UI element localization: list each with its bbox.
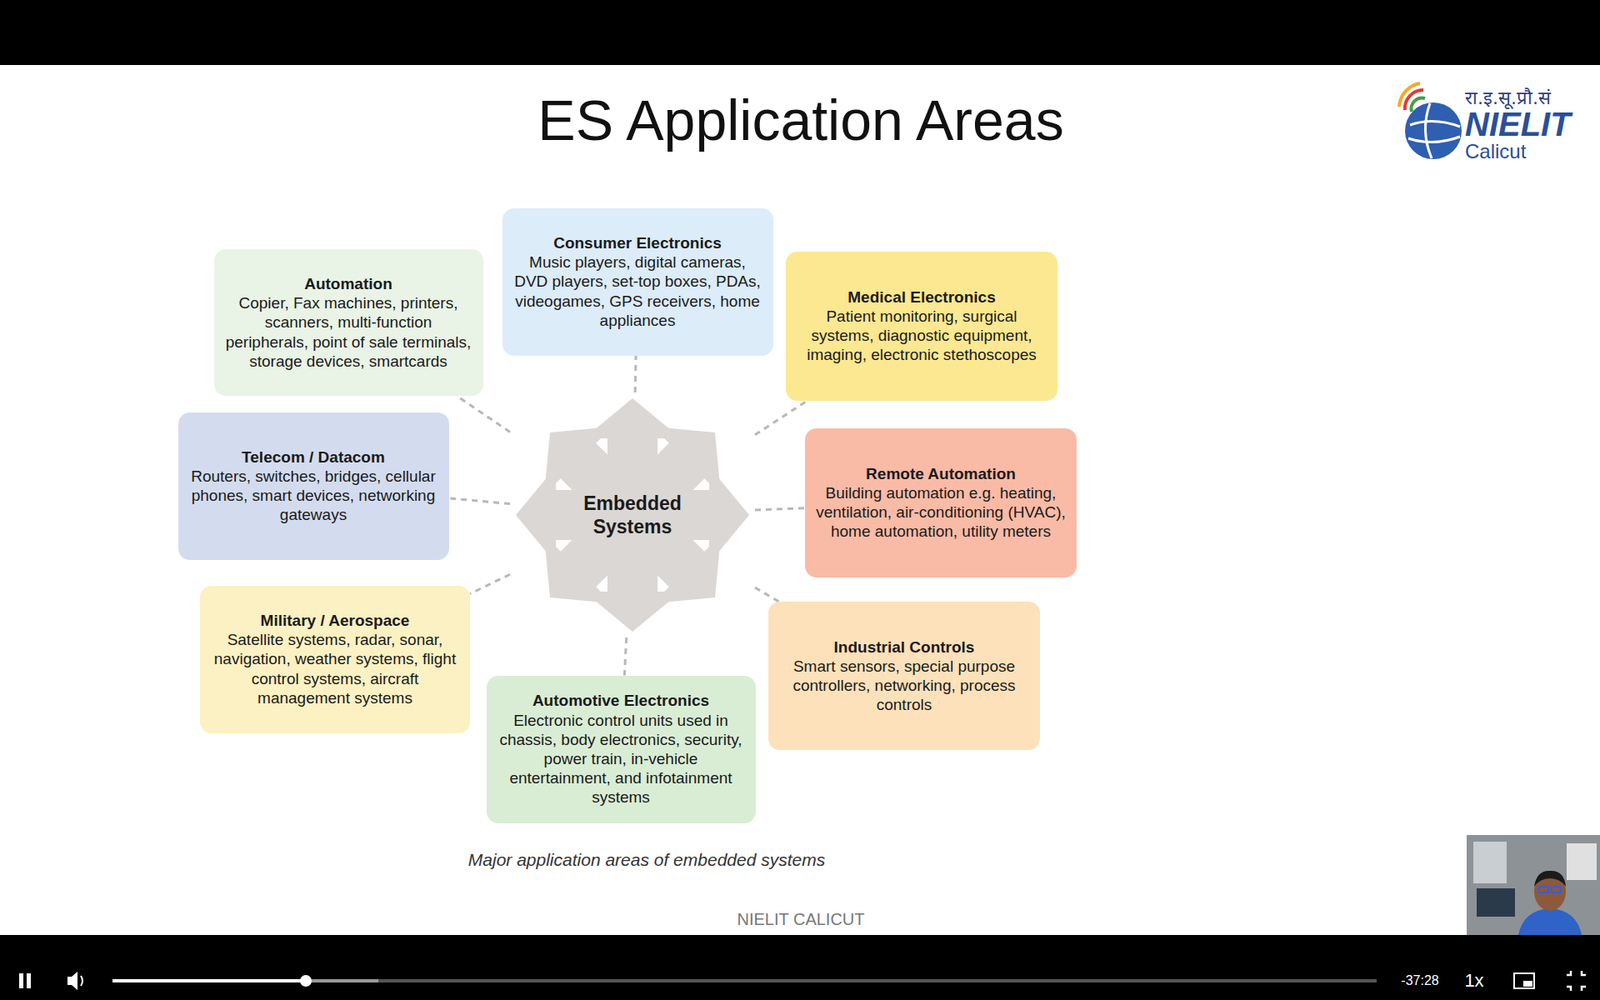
box-body: Copier, Fax machines, printers, scanners… <box>224 293 474 371</box>
pause-icon <box>19 973 24 989</box>
webcam-background <box>1466 835 1600 935</box>
box-heading: Military / Aerospace <box>260 610 410 630</box>
box-body: Electronic control units used in chassis… <box>496 710 746 808</box>
fullscreen-exit-icon <box>1566 970 1586 991</box>
application-box: Automotive ElectronicsElectronic control… <box>486 675 756 824</box>
figure-caption: Major application areas of embedded syst… <box>468 850 825 870</box>
application-box: AutomationCopier, Fax machines, printers… <box>214 249 484 396</box>
box-body: Building automation e.g. heating, ventil… <box>815 483 1067 542</box>
hub-core <box>567 450 698 580</box>
webcam-person-shirt <box>1518 908 1582 935</box>
logo-globe <box>1405 102 1462 160</box>
dashed-connector <box>449 498 511 505</box>
hub-star-outline <box>510 392 755 638</box>
box-heading: Automation <box>304 274 393 294</box>
dashed-connector <box>634 355 638 394</box>
dashed-connector <box>755 587 780 602</box>
box-heading: Telecom / Datacom <box>241 447 385 467</box>
application-box: Military / AerospaceSatellite systems, r… <box>200 585 470 734</box>
logo-city: Calicut <box>1465 140 1526 164</box>
progress-knob <box>300 975 312 987</box>
logo-globe-line <box>1425 103 1432 159</box>
webcam-window <box>1473 841 1507 884</box>
logo-globe-line <box>1408 136 1460 143</box>
progress-played <box>112 979 306 983</box>
box-body: Smart sensors, special purpose controlle… <box>778 656 1030 715</box>
player-controls <box>19 970 1586 991</box>
logo-signal-arc <box>1411 98 1425 112</box>
webcam-person-hair <box>1534 870 1566 887</box>
logo-wordmark: NIELIT <box>1465 105 1571 144</box>
logo-signal-arc <box>1399 83 1420 107</box>
dashed-connector <box>470 574 510 594</box>
dashed-connector <box>755 508 805 510</box>
box-body: Music players, digital cameras, DVD play… <box>512 252 764 330</box>
progress-buffered <box>112 979 379 983</box>
box-heading: Industrial Controls <box>834 637 975 657</box>
application-box: Consumer ElectronicsMusic players, digit… <box>502 208 774 356</box>
box-heading: Consumer Electronics <box>553 233 722 253</box>
hub-label: Embedded Systems <box>565 491 700 539</box>
nielit-logo-icon <box>1399 83 1462 160</box>
volume-icon <box>67 971 78 990</box>
webcam-poster <box>1566 843 1597 880</box>
application-box: Telecom / DatacomRouters, switches, brid… <box>178 412 450 560</box>
box-heading: Automotive Electronics <box>532 690 710 710</box>
pause-icon <box>26 973 31 989</box>
time-remaining: -37:28 <box>1400 973 1439 989</box>
hub-shape: Embedded Systems <box>510 392 755 638</box>
playback-speed: 1x <box>1464 970 1484 992</box>
dashed-connector <box>456 395 510 432</box>
box-body: Satellite systems, radar, sonar, navigat… <box>210 630 460 708</box>
application-box: Remote AutomationBuilding automation e.g… <box>805 428 1077 578</box>
box-body: Patient monitoring, surgical systems, di… <box>795 306 1048 365</box>
webcam-person-glasses <box>1539 886 1549 893</box>
slide-title: ES Application Areas <box>537 86 1064 155</box>
logo-globe-line <box>1410 120 1460 127</box>
pip-icon-inner <box>1523 980 1533 987</box>
dashed-connector <box>624 637 626 676</box>
pip-icon <box>1514 973 1535 989</box>
dashed-connector <box>755 400 808 435</box>
box-heading: Medical Electronics <box>847 287 995 307</box>
box-heading: Remote Automation <box>865 464 1016 484</box>
volume-wave <box>80 975 83 986</box>
webcam-inset <box>1466 835 1600 935</box>
box-body: Routers, switches, bridges, cellular pho… <box>188 466 440 525</box>
webcam-monitor <box>1476 888 1515 917</box>
application-box: Industrial ControlsSmart sensors, specia… <box>768 601 1040 750</box>
slide-footer: NIELIT CALICUT <box>737 910 865 930</box>
webcam-person-glasses <box>1551 886 1561 893</box>
application-box: Medical ElectronicsPatient monitoring, s… <box>785 251 1058 401</box>
